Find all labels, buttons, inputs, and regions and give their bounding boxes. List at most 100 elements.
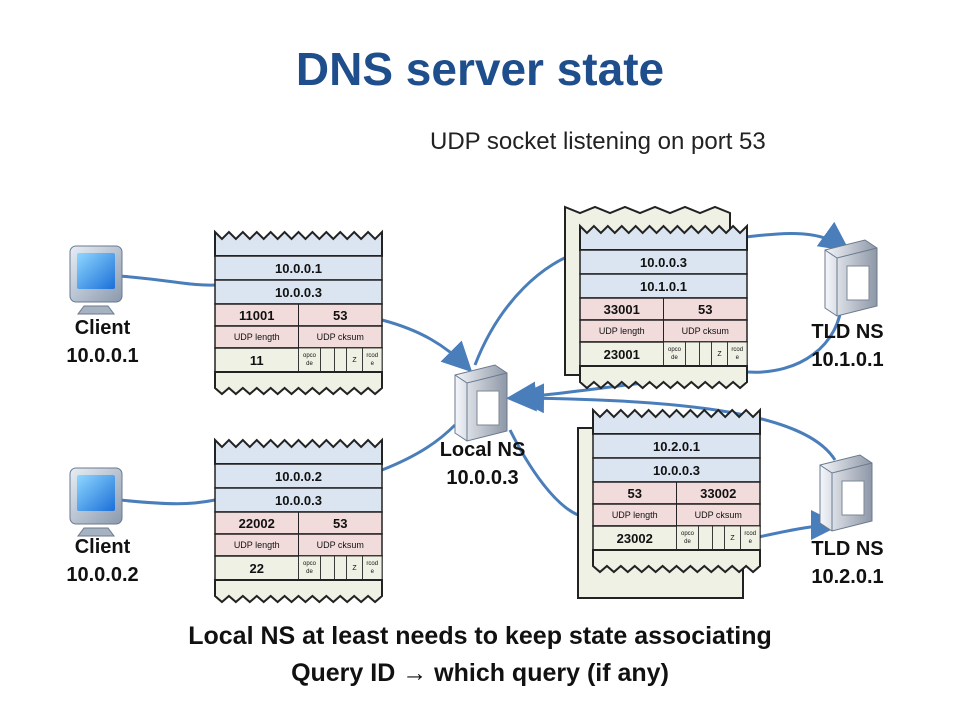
subtitle: UDP socket listening on port 53: [430, 128, 766, 155]
header-flag-label: de: [306, 361, 313, 367]
client2-to-local-link: [119, 498, 216, 506]
header-flag-label: e: [749, 539, 753, 545]
dst-ip-row: 10.0.0.3: [214, 487, 383, 513]
dst-ip-row: 10.0.0.3: [592, 457, 761, 483]
dst-ip-row-box: [579, 273, 748, 299]
udp-row: UDP length UDP cksum: [592, 503, 761, 527]
packet-field: 53: [698, 302, 712, 317]
pkt2-to-local-link: [381, 423, 457, 472]
bottom-caption-line1: Local NS at least needs to keep state as…: [188, 622, 772, 650]
src-ip-row: 10.0.0.3: [579, 249, 748, 275]
page-title: DNS server state: [295, 43, 665, 95]
header-flag-label: rcod: [744, 531, 756, 537]
local-ns-server-icon: [454, 364, 508, 442]
client1-computer-icon: [69, 245, 123, 315]
packet-field: UDP cksum: [317, 332, 364, 342]
packet-field: UDP cksum: [682, 326, 729, 336]
tld2-server-icon: [819, 454, 873, 532]
client1-label: Client 10.0.0.1: [40, 314, 165, 370]
packet-top-edge: [592, 407, 761, 435]
tld2-label: TLD NS 10.2.0.1: [785, 535, 910, 591]
header-flag-label: Z: [352, 357, 357, 364]
packet-top-edge: [579, 223, 748, 251]
header-flag-label: e: [736, 355, 740, 361]
client2-computer-icon: [69, 467, 123, 537]
query-id: 23002: [617, 531, 653, 546]
client1-to-local-link: [119, 274, 216, 287]
src-ip-row: 10.2.0.1: [592, 433, 761, 459]
header-flag-label: rcod: [731, 347, 743, 353]
client2-ip: 10.0.0.2: [66, 564, 139, 586]
ports-row: 11001 53: [214, 303, 383, 327]
header-flag-label: e: [371, 569, 375, 575]
packet-field: 10.0.0.3: [275, 493, 322, 508]
query-id: 11: [250, 353, 264, 368]
local-ns-name: Local NS: [439, 439, 526, 461]
packet-top-edge: [214, 437, 383, 465]
packet-field: 33001: [604, 302, 640, 317]
packet-field: 33002: [700, 486, 736, 501]
packet-bottom-edge: [592, 549, 761, 574]
dst-ip-row: 10.1.0.1: [579, 273, 748, 299]
header-flag-label: e: [371, 361, 375, 367]
src-ip-row-box: [579, 249, 748, 275]
packet-bottom-edge: [579, 365, 748, 390]
header-flag-label: opco: [303, 561, 317, 567]
packet-field: UDP cksum: [317, 540, 364, 550]
packet-field: 10.0.0.1: [275, 261, 322, 276]
packet-field: 53: [333, 516, 347, 531]
tld1-name: TLD NS: [811, 321, 884, 343]
bottom-caption-line2: Query ID → which query (if any): [291, 659, 669, 687]
packet-field: 10.0.0.3: [275, 285, 322, 300]
tld2-ip: 10.2.0.1: [811, 566, 884, 588]
ports-row: 33001 53: [579, 297, 748, 321]
udp-row: UDP length UDP cksum: [214, 325, 383, 349]
query-id: 22: [250, 561, 264, 576]
packet-field: 22002: [239, 516, 275, 531]
ports-row: 22002 53: [214, 511, 383, 535]
pkt1-to-local-arrow: [381, 318, 473, 373]
packet-field: 11001: [239, 308, 274, 323]
client2-name: Client: [74, 536, 131, 558]
packet-bottom-edge: [214, 371, 383, 396]
packet-field: UDP length: [612, 510, 658, 520]
header-flag-label: rcod: [366, 561, 378, 567]
packet-field: 53: [333, 308, 347, 323]
header-flag-label: opco: [668, 347, 682, 353]
header-flag-label: de: [671, 355, 678, 361]
client1-ip: 10.0.0.1: [66, 345, 139, 367]
packet-field: 10.0.0.3: [640, 255, 687, 270]
tld1-label: TLD NS 10.1.0.1: [785, 318, 910, 374]
packet-bottom-edge: [214, 579, 383, 604]
packet-field: UDP length: [599, 326, 645, 336]
packet-field: UDP cksum: [695, 510, 742, 520]
tld1-server-icon: [824, 239, 878, 317]
src-ip-row: 10.0.0.2: [214, 463, 383, 489]
packet-field: UDP length: [234, 332, 280, 342]
client1-name: Client: [74, 317, 131, 339]
header-flag-label: de: [306, 569, 313, 575]
tld1-ip: 10.1.0.1: [811, 349, 884, 371]
packet-field: 10.1.0.1: [640, 279, 687, 294]
query-id: 23001: [604, 347, 640, 362]
udp-row: UDP length UDP cksum: [579, 319, 748, 343]
header-flag-label: Z: [730, 535, 735, 542]
packet-field: 10.2.0.1: [653, 439, 700, 454]
packet-field: 10.0.0.2: [275, 469, 322, 484]
dst-ip-row: 10.0.0.3: [214, 279, 383, 305]
header-flag-label: opco: [303, 353, 317, 359]
packet-top-edge: [214, 229, 383, 257]
src-ip-row: 10.0.0.1: [214, 255, 383, 281]
header-flag-label: de: [684, 539, 691, 545]
header-flag-label: rcod: [366, 353, 378, 359]
